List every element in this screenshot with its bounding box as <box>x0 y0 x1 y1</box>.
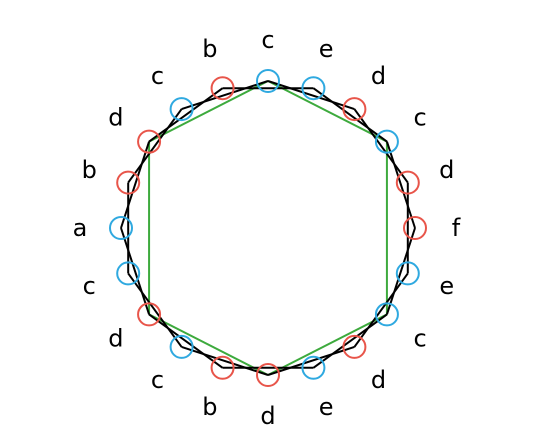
blue-node-1 <box>301 76 326 101</box>
red-node-8 <box>342 334 367 359</box>
black-edge-15 <box>181 345 269 376</box>
node-label-11: b <box>202 393 217 421</box>
node-label-14: c <box>83 272 96 300</box>
green-edge-2 <box>267 313 388 376</box>
red-node-19 <box>210 76 235 101</box>
node-label-16: b <box>82 156 97 184</box>
black-star-edges <box>120 80 416 376</box>
node-label-9: e <box>319 393 334 421</box>
node-label-2: d <box>371 62 386 90</box>
node-label-8: d <box>371 366 386 394</box>
black-edge-9 <box>148 87 224 143</box>
black-edge-7 <box>120 227 151 315</box>
green-edge-3 <box>148 313 269 376</box>
blue-node-7 <box>374 302 399 327</box>
blue-node-12 <box>169 334 194 359</box>
node-label-17: d <box>108 103 123 131</box>
node-label-1: e <box>319 35 334 63</box>
node-label-0: c <box>261 26 274 54</box>
node-label-18: c <box>151 62 164 90</box>
red-node-13 <box>137 302 162 327</box>
black-edge-19 <box>181 80 269 111</box>
red-node-5 <box>403 216 427 240</box>
red-node-16 <box>116 170 141 195</box>
node-circles <box>109 69 427 387</box>
red-node-4 <box>395 170 420 195</box>
blue-node-6 <box>395 261 420 286</box>
black-edge-18 <box>127 108 183 184</box>
node-label-10: d <box>260 402 275 430</box>
red-node-10 <box>256 363 280 387</box>
node-label-12: c <box>151 366 164 394</box>
node-label-3: c <box>413 103 426 131</box>
black-edge-8 <box>120 141 151 229</box>
green-hexagon-edges <box>148 80 388 376</box>
node-label-6: e <box>439 272 454 300</box>
node-label-4: d <box>439 156 454 184</box>
blue-node-14 <box>116 261 141 286</box>
blue-node-3 <box>374 129 399 154</box>
green-edge-0 <box>267 80 388 143</box>
blue-node-15 <box>109 216 133 240</box>
blue-node-18 <box>169 97 194 122</box>
black-edge-14 <box>267 345 355 376</box>
node-label-19: b <box>202 35 217 63</box>
black-edge-6 <box>148 313 224 369</box>
node-label-15: a <box>73 214 88 242</box>
red-node-2 <box>342 97 367 122</box>
black-edge-13 <box>353 272 409 348</box>
node-label-5: f <box>452 214 461 242</box>
node-label-7: c <box>413 325 426 353</box>
node-label-13: d <box>108 325 123 353</box>
blue-node-9 <box>301 355 326 380</box>
blue-node-0 <box>256 69 280 93</box>
black-edge-2 <box>385 141 416 229</box>
black-edge-10 <box>267 80 355 111</box>
black-edge-3 <box>385 227 416 315</box>
black-edge-11 <box>353 108 409 184</box>
red-node-17 <box>137 129 162 154</box>
red-node-11 <box>210 355 235 380</box>
black-edge-4 <box>312 313 388 369</box>
black-edge-16 <box>127 272 183 348</box>
green-edge-5 <box>148 80 269 143</box>
black-edge-1 <box>312 87 388 143</box>
